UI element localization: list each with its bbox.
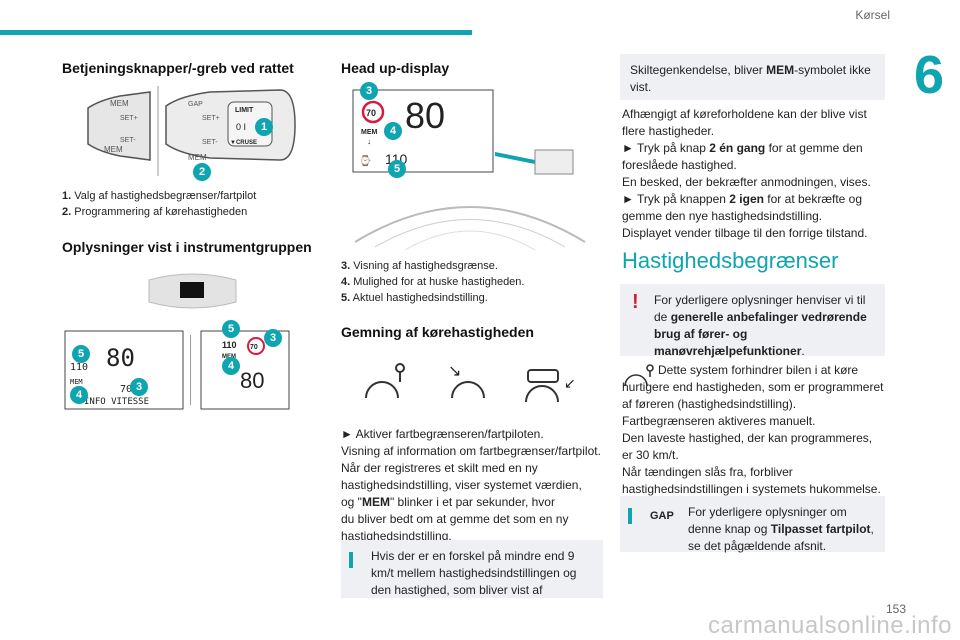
hud-list: 3. Visning af hastighedsgrænse. 4. Mulig…	[341, 258, 601, 306]
svg-text:70: 70	[250, 344, 258, 351]
heading-controls: Betjeningsknapper/-greb ved rattet	[62, 60, 294, 76]
save-speed-icons: ↘ ↙	[365, 363, 576, 403]
svg-text:70: 70	[366, 108, 376, 118]
chapter-number: 6	[913, 45, 944, 105]
info-box-gap: GAP For yderligere oplysninger om denne …	[620, 496, 885, 553]
svg-text:LIMIT: LIMIT	[235, 107, 254, 114]
svg-text:GAP: GAP	[188, 101, 203, 108]
svg-text:SET-: SET-	[202, 139, 218, 146]
list-item: 4. Mulighed for at huske hastigheden.	[341, 276, 525, 288]
svg-text:80: 80	[240, 368, 264, 393]
info-icon	[628, 508, 632, 524]
svg-text:⌚: ⌚	[359, 154, 371, 167]
cluster-left-speed: 80	[106, 344, 135, 372]
list-item: 1. Valg af hastighedsbegrænser/fartpilot	[62, 190, 257, 202]
callout-5b: 5	[222, 320, 240, 338]
divider	[190, 335, 191, 405]
limiter-description: Dette system forhindrer bilen i at køre …	[622, 363, 884, 496]
list-item: 5. Aktuel hastighedsindstilling.	[341, 292, 488, 304]
callout-4: 4	[70, 386, 88, 404]
svg-text:0 I: 0 I	[236, 122, 246, 132]
warning-box: ! For yderligere oplysninger henviser vi…	[620, 284, 885, 358]
info-icon	[349, 552, 353, 568]
callout-2: 2	[193, 163, 211, 181]
speed-paragraphs: Afhængigt af køreforholdene kan der bliv…	[622, 107, 871, 240]
callout-3c: 3	[360, 82, 378, 100]
heading-speed-limiter: Hastighedsbegrænser	[622, 248, 839, 273]
svg-text:110: 110	[222, 340, 237, 350]
list-item: 3. Visning af hastighedsgrænse.	[341, 260, 498, 272]
heading-save-speed: Gemning af kørehastigheden	[341, 324, 534, 340]
svg-text:70: 70	[120, 384, 132, 395]
callout-1: 1	[255, 118, 273, 136]
hud-illustration: 70 80 MEM ↓ ⌚ 110	[352, 89, 586, 251]
svg-text:MEM: MEM	[361, 129, 378, 136]
info-box-continued: Skiltegenkendelse, bliver MEM-symbolet i…	[620, 54, 885, 100]
callout-3: 3	[130, 378, 148, 396]
cluster-left-bottom-text: INFO VITESSE	[84, 397, 149, 407]
page-number: 153	[885, 602, 906, 616]
svg-text:↓: ↓	[367, 137, 371, 146]
section-name: Kørsel	[855, 8, 890, 22]
stalk-mem-label-left: MEM	[110, 99, 129, 108]
svg-text:MEM: MEM	[104, 145, 123, 154]
save-speed-paragraph: ► Aktiver fartbegrænseren/fartpiloten. V…	[341, 427, 601, 543]
svg-text:SET+: SET+	[120, 115, 138, 122]
callout-5: 5	[72, 345, 90, 363]
callout-3b: 3	[264, 329, 282, 347]
speed-limiter-icon	[624, 364, 654, 387]
callout-5c: 5	[388, 160, 406, 178]
gap-label: GAP	[650, 510, 674, 522]
svg-text:SET+: SET+	[202, 115, 220, 122]
svg-text:110: 110	[70, 362, 88, 373]
warning-icon: !	[632, 291, 639, 313]
callout-4b: 4	[222, 357, 240, 375]
watermark: carmanualsonline.info	[708, 612, 952, 639]
svg-text:SET-: SET-	[120, 137, 136, 144]
svg-text:↘: ↘	[448, 363, 461, 380]
dashboard-icon	[148, 273, 237, 309]
controls-list: 1. Valg af hastighedsbegrænser/fartpilot…	[62, 188, 322, 220]
svg-text:MEM: MEM	[188, 153, 207, 162]
svg-text:MEM: MEM	[70, 378, 83, 386]
heading-instrument-info: Oplysninger vist i instrumentgruppen	[62, 239, 312, 255]
svg-text:80: 80	[405, 95, 445, 136]
svg-text:▼CRUSE: ▼CRUSE	[230, 140, 257, 146]
header-accent-bar	[0, 30, 472, 35]
info-box-difference: Hvis der er en forskel på mindre end 9 k…	[341, 540, 603, 598]
callout-4c: 4	[384, 122, 402, 140]
svg-text:↙: ↙	[564, 375, 576, 391]
list-item: 2. Programmering af kørehastigheden	[62, 206, 248, 218]
heading-hud: Head up-display	[341, 60, 450, 76]
